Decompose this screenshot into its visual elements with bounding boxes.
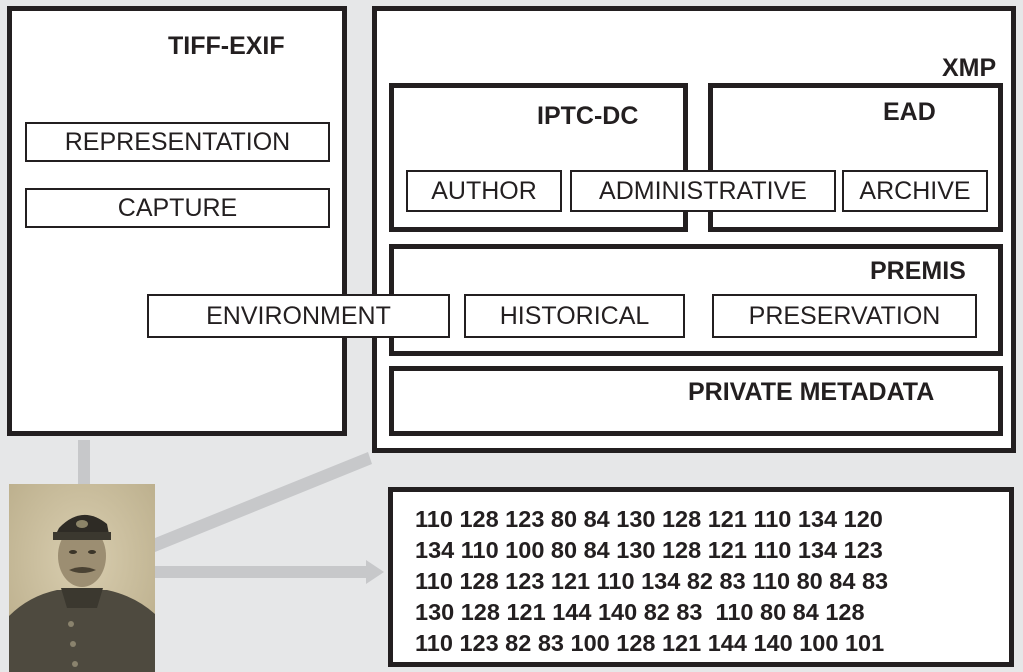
representation-field: REPRESENTATION: [25, 122, 330, 162]
arrow-head-pixels: [366, 560, 384, 584]
pixel-data-line: 134 110 100 80 84 130 128 121 110 134 12…: [415, 537, 883, 563]
author-field: AUTHOR: [406, 170, 562, 212]
pixel-data-line: 110 128 123 80 84 130 128 121 110 134 12…: [415, 506, 883, 532]
pixel-data-line: 110 123 82 83 100 128 121 144 140 100 10…: [415, 630, 885, 656]
arrow-photo-to-xmp: [155, 452, 372, 552]
arrow-photo-to-tiff: [78, 440, 90, 486]
pixel-data-box: 110 128 123 80 84 130 128 121 110 134 12…: [388, 487, 1014, 667]
capture-field: CAPTURE: [25, 188, 330, 228]
preservation-field: PRESERVATION: [712, 294, 977, 338]
iptc-dc-title: IPTC-DC: [537, 102, 639, 130]
ead-title: EAD: [883, 98, 936, 126]
premis-title: PREMIS: [870, 257, 966, 285]
historical-field: HISTORICAL: [464, 294, 685, 338]
xmp-title: XMP: [942, 54, 997, 82]
administrative-field: ADMINISTRATIVE: [570, 170, 836, 212]
pixel-data-line: 110 128 123 121 110 134 82 83 110 80 84 …: [415, 568, 889, 594]
private-metadata-title: PRIVATE METADATA: [688, 378, 935, 406]
archive-field: ARCHIVE: [842, 170, 988, 212]
environment-field: ENVIRONMENT: [147, 294, 450, 338]
portrait-photo-icon: [9, 484, 155, 672]
arrow-photo-to-pixels: [155, 566, 368, 578]
pixel-data-line: 130 128 121 144 140 82 83 110 80 84 128: [415, 599, 865, 625]
private-metadata-box: [389, 366, 1003, 436]
tiff-exif-title: TIFF-EXIF: [168, 32, 285, 60]
